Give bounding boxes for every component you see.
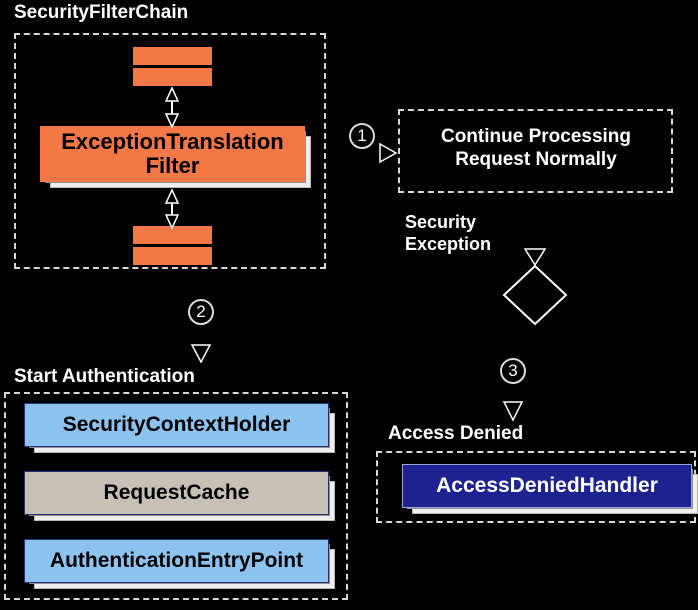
access-denied-title: Access Denied	[388, 423, 524, 444]
security-context-holder-face: SecurityContextHolder	[24, 403, 329, 447]
continue-processing-label-line1: Continue Processing	[440, 126, 632, 147]
step-3-badge: 3	[500, 358, 526, 384]
continue-processing-container	[398, 109, 673, 193]
exception-translation-filter-box[interactable]: ExceptionTranslation Filter	[40, 126, 311, 188]
security-exception-label-line1: Security	[405, 212, 477, 232]
exception-translation-filter-label-line2: Filter	[145, 153, 200, 178]
continue-processing-label-line2: Request Normally	[455, 149, 617, 170]
filter-bar-bottom-1	[133, 226, 212, 244]
security-exception-decision-diamond	[502, 264, 568, 326]
step-2-badge: 2	[188, 299, 214, 325]
security-context-holder-label: SecurityContextHolder	[62, 413, 291, 437]
arrow-step3-to-access-denied	[502, 392, 524, 422]
request-cache-face: RequestCache	[24, 471, 329, 515]
authentication-entry-point-face: AuthenticationEntryPoint	[24, 539, 329, 583]
filter-bar-bottom-2	[133, 247, 212, 265]
start-authentication-title: Start Authentication	[14, 366, 195, 387]
arrow-step1-to-continue-processing	[379, 142, 398, 164]
arrow-step2-to-start-authentication	[190, 333, 212, 364]
filter-bar-top-2	[133, 68, 212, 86]
authentication-entry-point-box[interactable]: AuthenticationEntryPoint	[24, 539, 335, 589]
exception-translation-filter-face: ExceptionTranslation Filter	[40, 126, 305, 182]
access-denied-handler-label: AccessDeniedHandler	[436, 474, 658, 498]
security-exception-label-line2: Exception	[405, 234, 492, 254]
security-context-holder-box[interactable]: SecurityContextHolder	[24, 403, 335, 453]
security-filter-chain-title: SecurityFilterChain	[14, 2, 189, 23]
step-1-badge: 1	[349, 123, 375, 149]
arrow-to-security-exception-decision	[523, 248, 547, 267]
access-denied-handler-box[interactable]: AccessDeniedHandler	[402, 464, 698, 514]
start-authentication-container	[4, 392, 348, 600]
exception-translation-filter-label-line1: ExceptionTranslation	[61, 128, 284, 154]
access-denied-handler-face: AccessDeniedHandler	[402, 464, 692, 508]
request-cache-box[interactable]: RequestCache	[24, 471, 335, 521]
security-filter-chain-container	[14, 33, 326, 269]
authentication-entry-point-label: AuthenticationEntryPoint	[49, 549, 304, 573]
filter-bar-top-1	[133, 47, 212, 65]
request-cache-label: RequestCache	[103, 481, 250, 505]
